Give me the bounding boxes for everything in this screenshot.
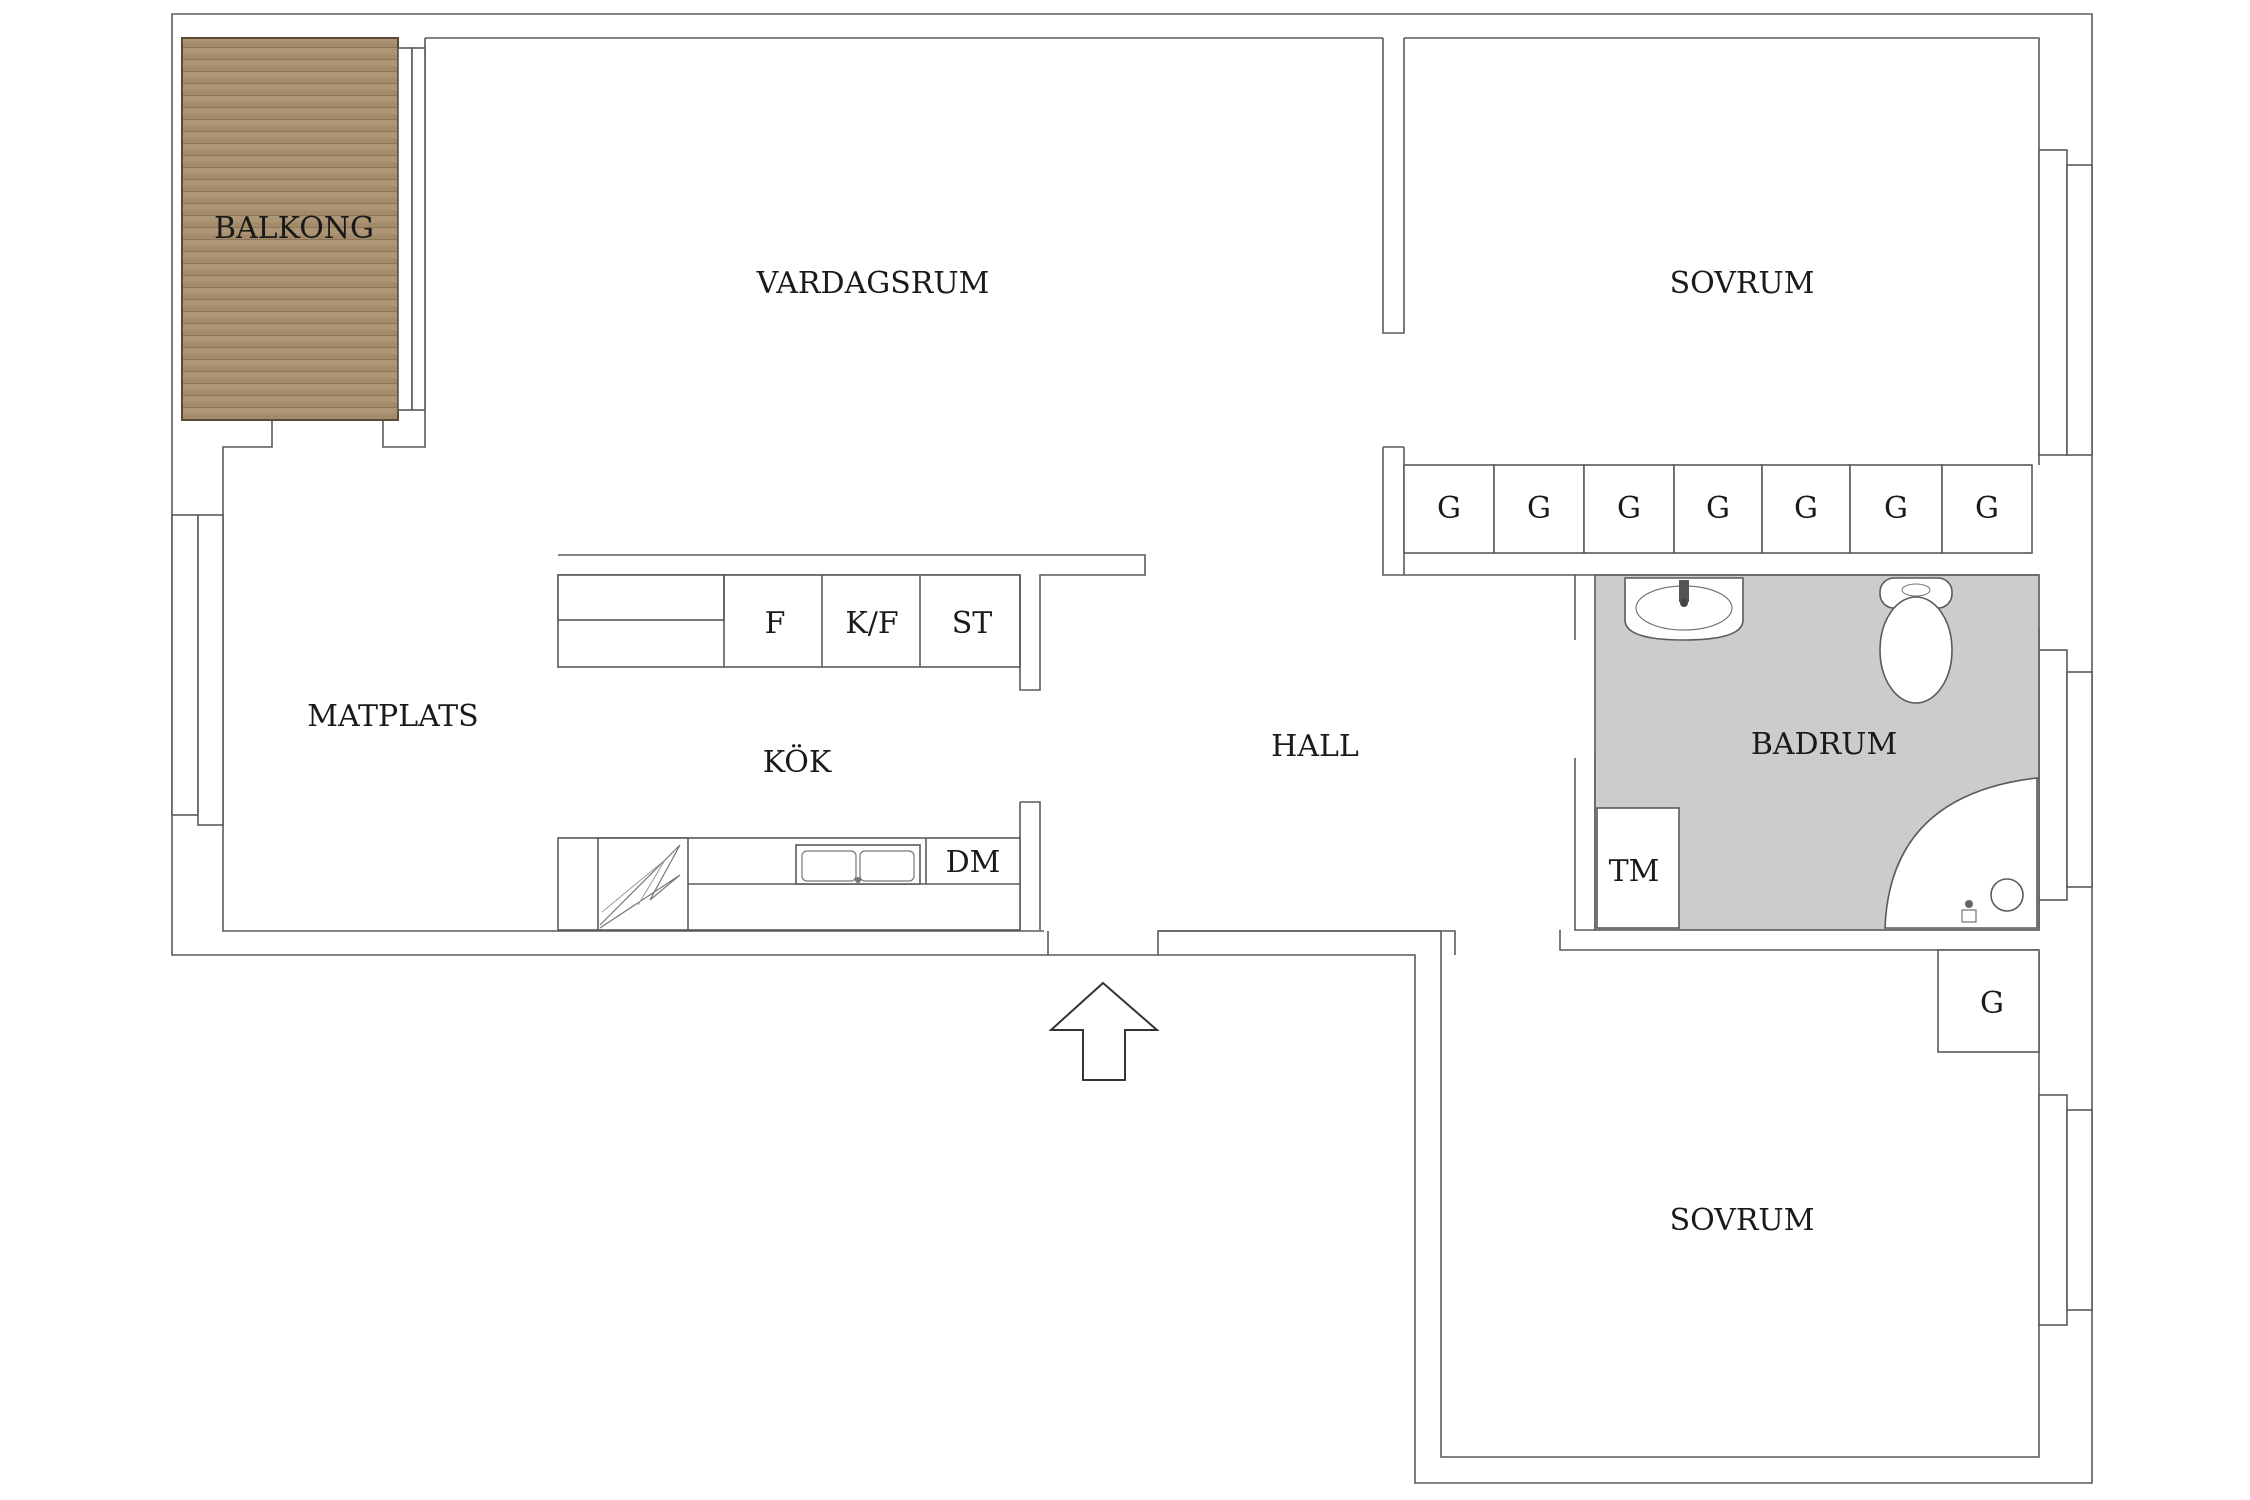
balcony: BALKONG <box>181 37 426 421</box>
closet-label: G <box>1437 491 1461 526</box>
closet-label: G <box>1706 491 1730 526</box>
corner-shower-icon <box>1884 777 2039 929</box>
closet-label: G <box>1884 491 1908 526</box>
room-label-matplats: MATPLATS <box>307 699 478 734</box>
closet-label-bottom: G <box>1980 986 2004 1021</box>
kitchen-upper-counter: F K/F ST <box>557 574 1021 668</box>
room-label-vardagsrum: VARDAGSRUM <box>756 266 990 301</box>
room-label-badrum: BADRUM <box>1751 727 1897 762</box>
closet-label: G <box>1794 491 1818 526</box>
kitchen-sink-icon <box>795 844 921 885</box>
room-label-hall: HALL <box>1271 729 1359 764</box>
washing-machine-label: TM <box>1609 854 1660 889</box>
fridge-freezer-label: K/F <box>845 606 898 641</box>
closet-label: G <box>1975 491 1999 526</box>
closet-label: G <box>1527 491 1551 526</box>
storage-label: ST <box>952 606 993 641</box>
wardrobe-row: G G G G G G G <box>1403 464 2033 554</box>
room-label-balkong: BALKONG <box>214 211 374 246</box>
room-label-sovrum-bottom: SOVRUM <box>1670 1203 1815 1238</box>
window-left <box>171 514 224 826</box>
bathroom: TM BADRUM <box>1594 574 2040 931</box>
windows-right <box>2038 149 2093 1326</box>
washbasin-icon <box>1624 577 1744 641</box>
toilet-icon <box>1879 577 1953 704</box>
fridge-label: F <box>765 606 786 641</box>
stove-icon <box>599 844 681 929</box>
closet-label: G <box>1617 491 1641 526</box>
entrance-arrow-icon <box>1048 981 1160 1081</box>
closet-bottom: G <box>1937 949 2040 1053</box>
dishwasher-label: DM <box>946 845 1001 880</box>
room-label-sovrum-top: SOVRUM <box>1670 266 1815 301</box>
room-label-kok: KÖK <box>763 744 832 780</box>
kitchen-lower-counter: DM <box>557 837 1021 931</box>
